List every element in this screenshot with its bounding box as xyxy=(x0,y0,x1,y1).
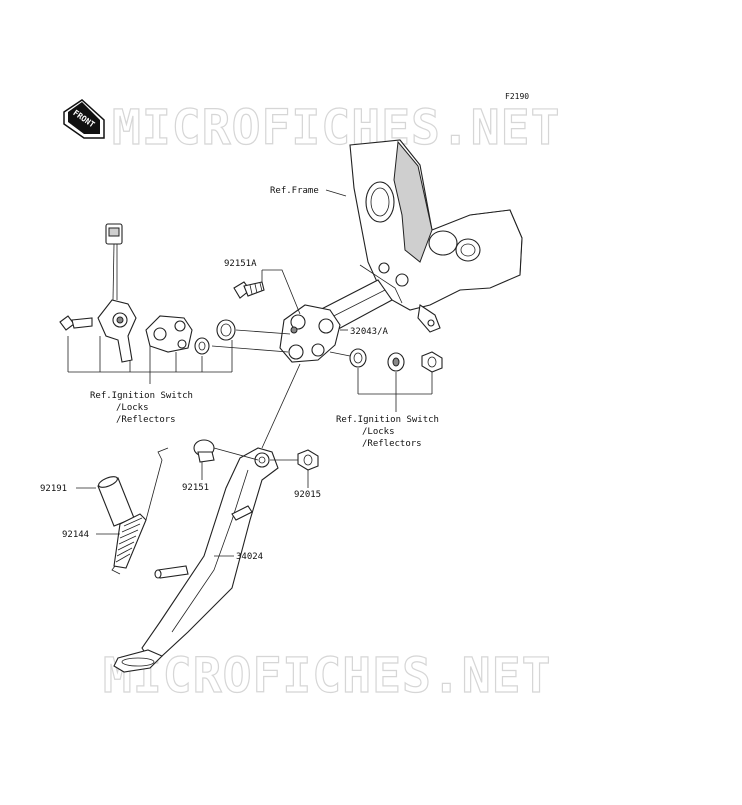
bolt-92151 xyxy=(193,439,215,463)
leader-lines xyxy=(67,189,433,557)
label-92144: 92144 xyxy=(62,530,89,540)
watermark-bottom: MICROFICHES.NET xyxy=(103,648,551,704)
spring-92144 xyxy=(111,447,189,579)
label-ref-ignition-right-3: /Reflectors xyxy=(362,439,422,449)
washer-nut-set-right xyxy=(329,348,443,373)
label-92151A: 92151A xyxy=(224,259,257,269)
front-arrow-icon: FRONT xyxy=(63,99,105,139)
side-stand-34024 xyxy=(113,447,279,673)
ignition-switch-assembly xyxy=(59,223,291,363)
watermark-top: MICROFICHES.NET xyxy=(112,100,560,156)
bracket-32043A xyxy=(279,304,341,363)
bolt-92151A xyxy=(233,281,265,299)
figure-code: F2190 xyxy=(505,92,529,101)
collar-92191 xyxy=(97,476,135,527)
label-ref-ignition-left-1: Ref.Ignition Switch xyxy=(90,391,193,401)
label-ref-ignition-left-3: /Reflectors xyxy=(116,415,176,425)
label-92151: 92151 xyxy=(182,483,209,493)
label-ref-ignition-right-1: Ref.Ignition Switch xyxy=(336,415,439,425)
label-92191: 92191 xyxy=(40,484,67,494)
label-92015: 92015 xyxy=(294,490,321,500)
label-ref-ignition-right-2: /Locks xyxy=(362,427,395,437)
label-ref-ignition-left-2: /Locks xyxy=(116,403,149,413)
label-32043A: 32043/A xyxy=(350,327,389,337)
label-ref-frame: Ref.Frame xyxy=(270,186,319,196)
nut-92015 xyxy=(297,449,319,471)
frame-drawing xyxy=(303,139,523,341)
label-34024: 34024 xyxy=(236,552,263,562)
